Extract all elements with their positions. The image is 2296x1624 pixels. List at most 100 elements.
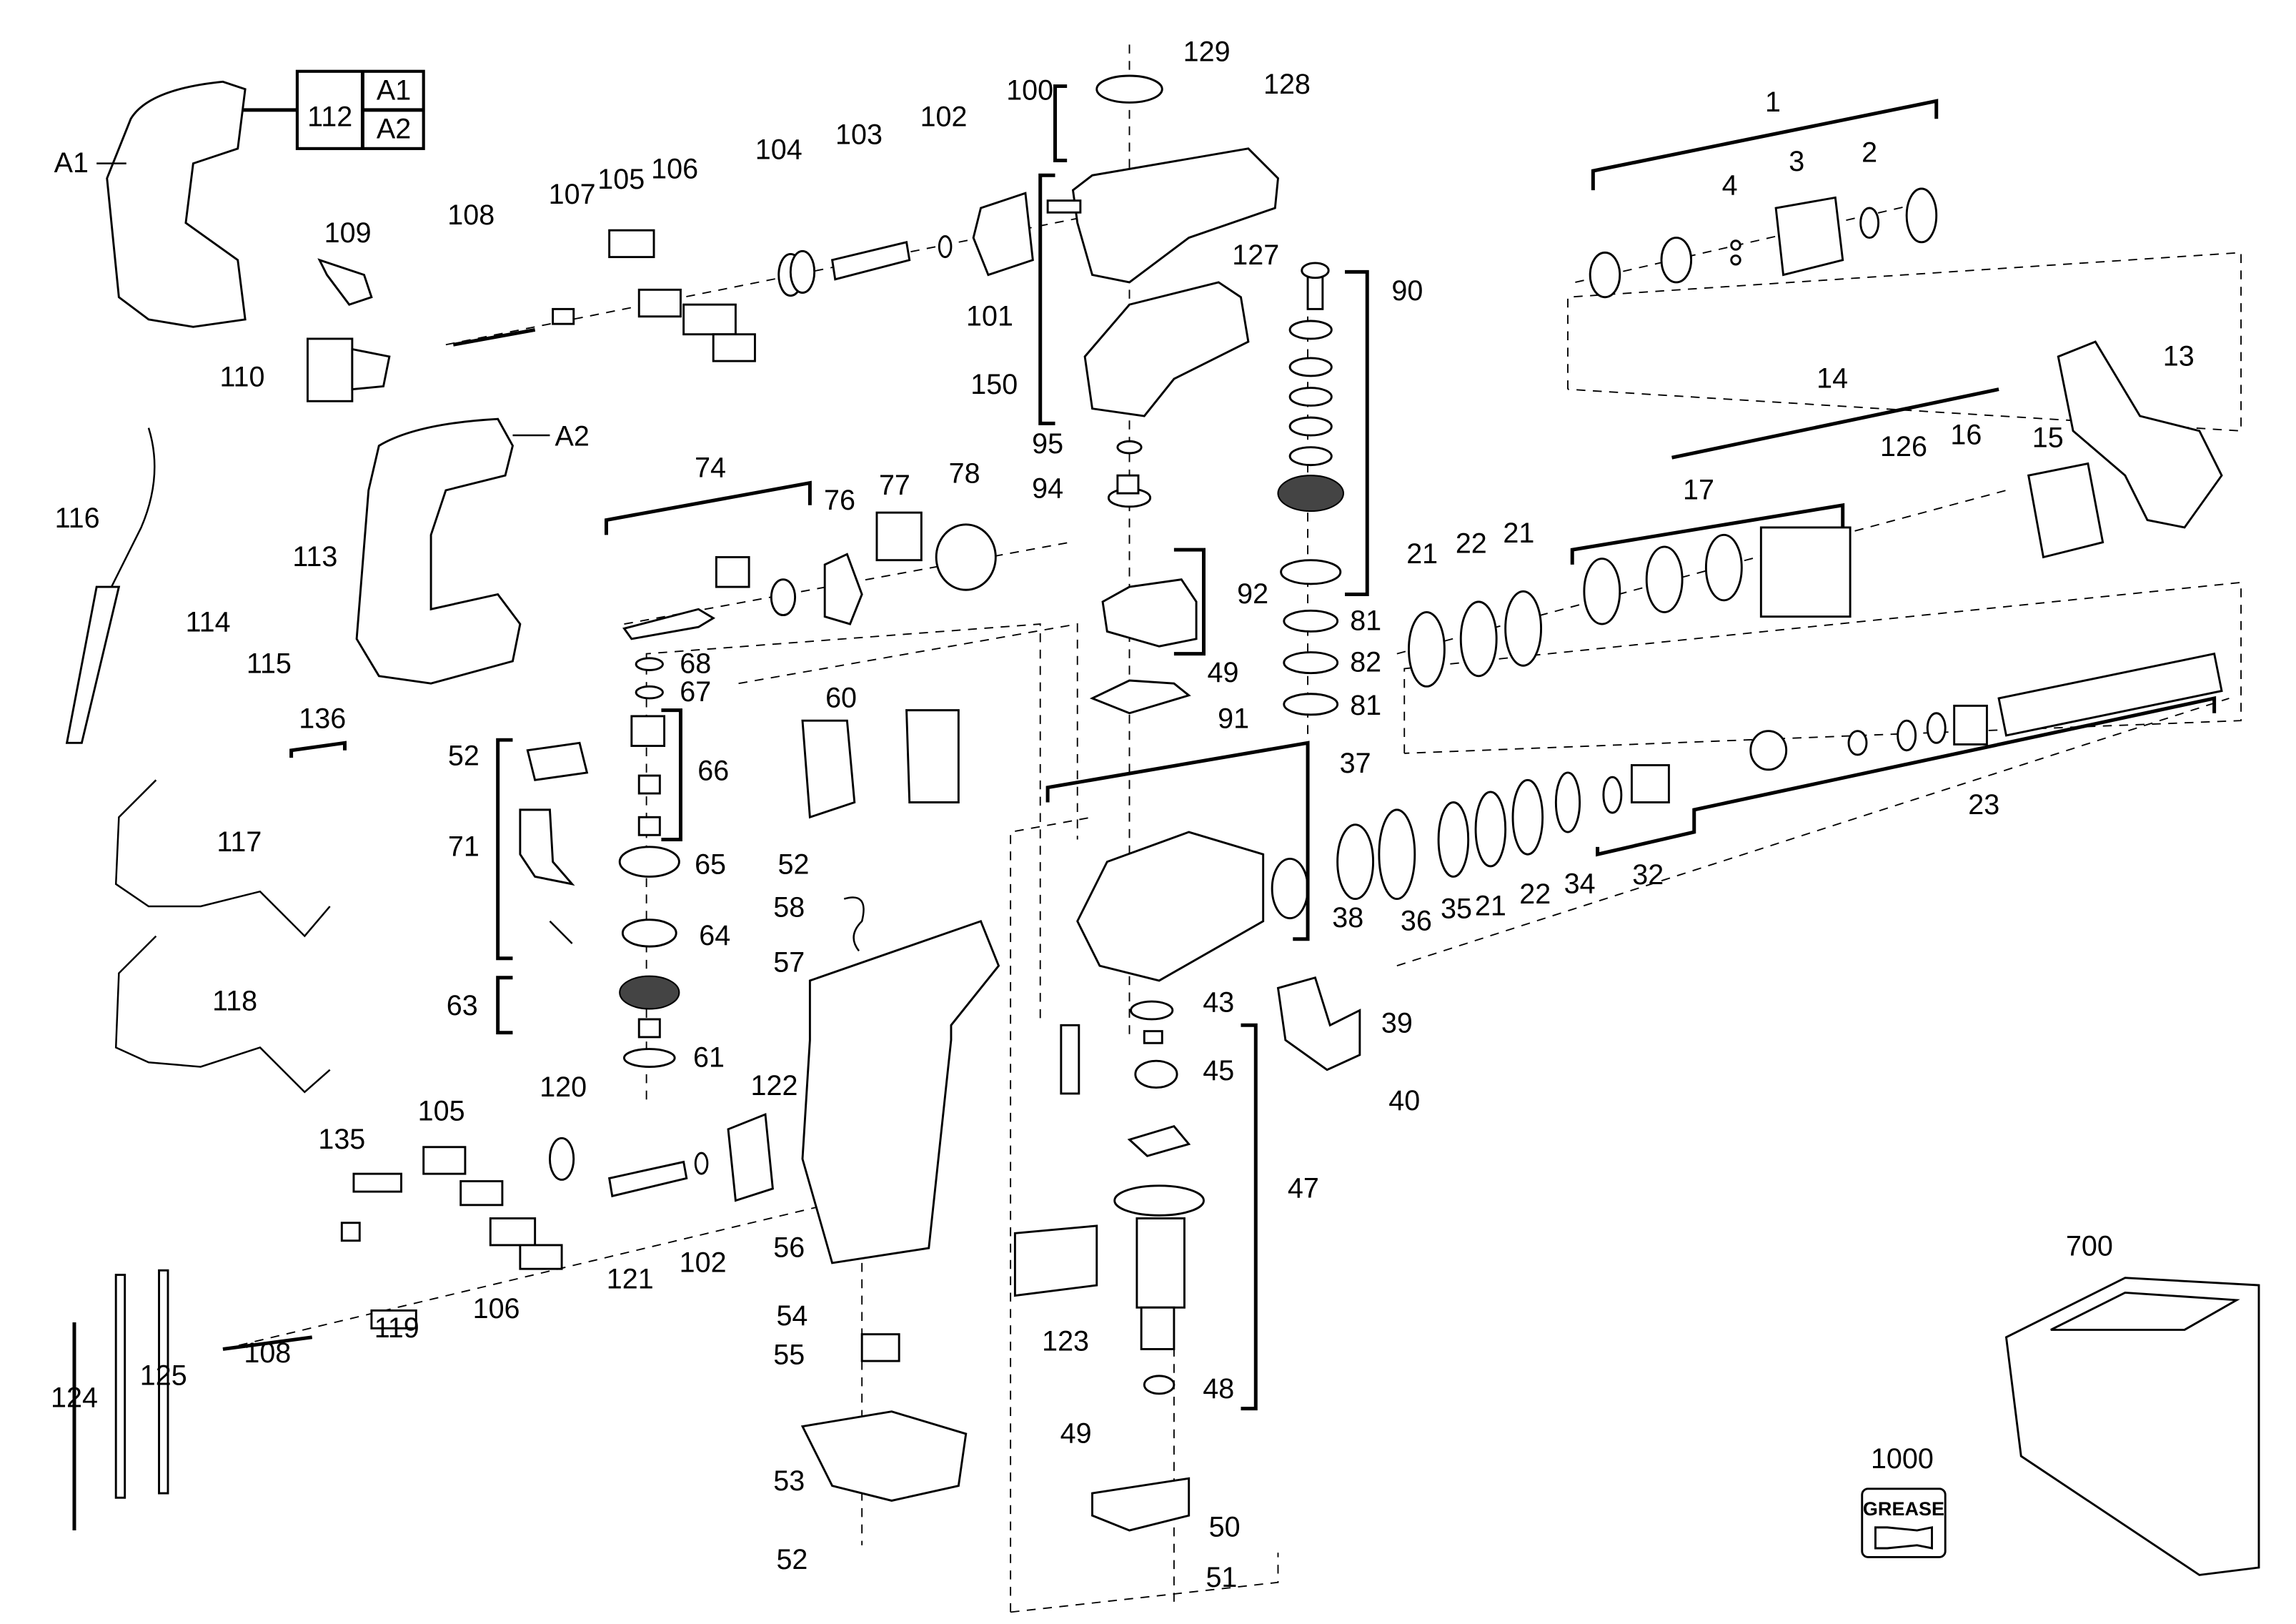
gear-column-66[interactable] (618, 657, 680, 1068)
washer-81-top[interactable] (1283, 609, 1339, 633)
part-label-124: 124 (51, 1382, 98, 1414)
assembly-box-sub-A1: A1 (377, 74, 411, 106)
gear-housing-cover[interactable] (1046, 147, 1279, 284)
rings-21-22-rear[interactable] (1378, 771, 1581, 901)
spindle-parts-23[interactable] (1749, 704, 1988, 771)
bracket-38 (1045, 741, 1310, 941)
part-label-A2: A2 (555, 421, 589, 452)
washer-81-bottom[interactable] (1283, 693, 1339, 716)
bushing-107[interactable] (552, 307, 575, 325)
part-label-32: 32 (1632, 859, 1664, 891)
part-label-700: 700 (2066, 1231, 2113, 1262)
field-coil-60[interactable] (801, 709, 960, 819)
brush-tube-assembly[interactable] (1060, 1024, 1080, 1095)
part-label-117: 117 (217, 826, 262, 858)
clutch-77[interactable] (875, 511, 923, 562)
selector-92[interactable] (1101, 578, 1198, 648)
armature-47[interactable] (1113, 1000, 1205, 1395)
fan-baffle-53[interactable] (800, 1410, 968, 1502)
spring-104[interactable] (777, 249, 816, 297)
knob-94[interactable] (1107, 474, 1152, 508)
brush-holder-55[interactable] (860, 1333, 900, 1362)
depth-rod-14[interactable] (1671, 387, 1999, 460)
ring-74[interactable] (770, 578, 797, 617)
outline-gear-assembly-2 (738, 623, 1078, 840)
plate-76[interactable] (823, 553, 863, 625)
collar-15[interactable] (2027, 462, 2104, 559)
cable-116[interactable] (65, 427, 156, 744)
part-label-47: 47 (1288, 1172, 1319, 1204)
wire-117[interactable] (114, 779, 331, 938)
part-label-3: 3 (1789, 146, 1804, 177)
trigger-lock-109[interactable] (317, 258, 373, 306)
part-label-114: 114 (186, 606, 231, 638)
plate-91[interactable] (1089, 679, 1191, 715)
part-label-125: 125 (140, 1360, 187, 1391)
bearing-78[interactable] (935, 523, 997, 591)
handle-half-a1[interactable] (96, 80, 247, 328)
washer-stack-90[interactable] (1277, 320, 1345, 585)
assembly-box-112 (242, 69, 425, 150)
end-cap-50[interactable] (1091, 1477, 1191, 1532)
washer-95[interactable] (1116, 440, 1143, 455)
brushes-106[interactable] (637, 288, 756, 362)
pin-108-top[interactable] (452, 328, 536, 347)
guide-71[interactable] (519, 741, 589, 944)
handle-half-a2[interactable] (355, 417, 550, 685)
leader-lines (289, 84, 2217, 1411)
part-label-1000: 1000 (1871, 1443, 1934, 1475)
part-label-135: 135 (318, 1124, 365, 1155)
retainer-37[interactable] (1336, 823, 1375, 901)
front-nose-1[interactable] (1589, 187, 1938, 299)
grease-badge-1000: GREASE (1861, 1487, 1947, 1558)
bracket-17 (1570, 502, 1845, 565)
wire-118[interactable] (114, 935, 331, 1094)
bracket-100 (1053, 84, 1068, 162)
crank-74[interactable] (622, 608, 716, 640)
part-label-103: 103 (835, 119, 883, 151)
cover-39[interactable] (1276, 976, 1361, 1071)
part-label-108: 108 (447, 199, 495, 231)
part-label-116: 116 (55, 502, 100, 534)
brush-holders-105[interactable] (608, 229, 737, 336)
part-label-105: 105 (418, 1095, 465, 1127)
rings-21-22-front[interactable] (1408, 590, 1543, 688)
bearing-82[interactable] (1283, 651, 1339, 675)
side-handle-13[interactable] (2057, 340, 2223, 529)
axis-nose (1575, 199, 1932, 283)
rings-32[interactable] (1602, 764, 1670, 814)
part-label-40: 40 (1388, 1085, 1420, 1116)
bolt-90[interactable] (1301, 262, 1330, 310)
outline-gear-assembly (645, 623, 1041, 1100)
seal-38[interactable] (1271, 858, 1309, 920)
part-label-56: 56 (773, 1232, 805, 1264)
part-label-68: 68 (680, 648, 711, 680)
carrying-case-700[interactable] (2004, 1277, 2260, 1576)
washer-102-top[interactable] (938, 235, 953, 259)
bracket-136 (289, 741, 347, 758)
part-label-127: 127 (1232, 239, 1279, 271)
seal-101[interactable] (972, 192, 1034, 277)
sleeve-103[interactable] (830, 241, 911, 281)
spindle-23[interactable] (1997, 652, 2223, 737)
piston-74[interactable] (715, 556, 750, 588)
rods-124-125[interactable] (72, 1269, 169, 1531)
part-label-4: 4 (1722, 169, 1738, 201)
part-label-128: 128 (1263, 69, 1311, 100)
barrel-17[interactable] (1583, 526, 1852, 625)
part-label-121: 121 (607, 1263, 654, 1294)
switch-110[interactable] (307, 337, 391, 402)
gear-housing-38[interactable] (1076, 831, 1265, 982)
cover-plate-100[interactable] (1095, 74, 1163, 104)
label-plate-123[interactable] (1013, 1224, 1098, 1297)
part-label-16: 16 (1950, 420, 1982, 451)
gasket-150[interactable] (1083, 281, 1250, 417)
brush-parts-lower[interactable] (222, 1137, 709, 1351)
clamp-58[interactable] (843, 896, 865, 952)
seal-122[interactable] (727, 1112, 774, 1202)
part-label-95: 95 (1032, 428, 1063, 460)
part-label-37: 37 (1340, 748, 1371, 779)
motor-housing-57[interactable] (801, 919, 1000, 1264)
